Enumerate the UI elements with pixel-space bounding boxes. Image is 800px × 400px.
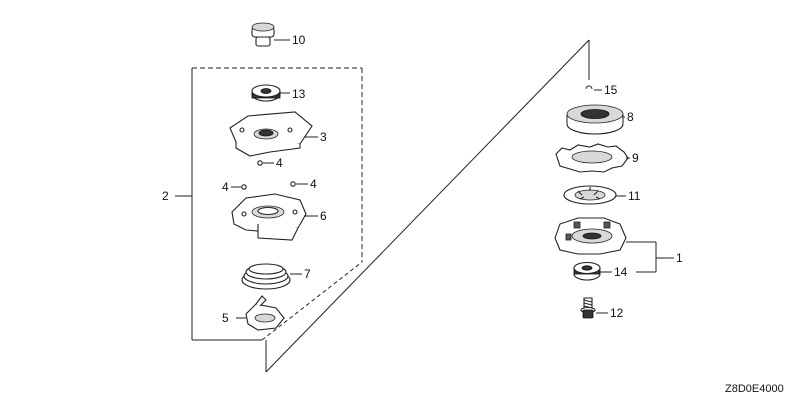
- callout-9: 9: [632, 151, 639, 165]
- part-7-spring: [241, 263, 302, 290]
- part-9-toothed-ring: [555, 143, 630, 173]
- callout-11: 11: [628, 189, 641, 203]
- callout-2: 2: [162, 189, 169, 203]
- callout-3: 3: [320, 130, 327, 144]
- part-8-seal: [566, 104, 625, 135]
- part-6-housing: [231, 193, 318, 241]
- group-1-bracket: [626, 241, 674, 273]
- callout-13: 13: [292, 87, 306, 101]
- part-4-pin-b: [231, 184, 247, 190]
- part-11-star-ring: [563, 185, 626, 205]
- part-4-pin-a: [257, 160, 274, 166]
- callout-14: 14: [614, 265, 628, 279]
- part-14-bearing: [573, 261, 612, 281]
- callout-7: 7: [304, 267, 311, 281]
- callout-1: 1: [676, 251, 683, 265]
- part-15-circlip: [585, 85, 602, 91]
- callout-15: 15: [604, 83, 618, 97]
- callout-4a: 4: [276, 156, 283, 170]
- part-3-upper-plate: [229, 111, 318, 157]
- drawing-code: Z8D0E4000: [725, 383, 784, 395]
- part-5-pawl: [236, 295, 285, 331]
- callout-4c: 4: [310, 177, 317, 191]
- callout-5: 5: [222, 311, 229, 325]
- part-13-bearing: [251, 84, 290, 102]
- callout-4b: 4: [222, 180, 229, 194]
- part-4-pin-c: [290, 181, 308, 187]
- part-1-pulley: [554, 217, 627, 255]
- callout-10: 10: [292, 33, 306, 47]
- group-2-frame: [175, 39, 590, 373]
- callout-12: 12: [610, 306, 624, 320]
- part-12-bolt: [580, 297, 608, 319]
- callout-8: 8: [627, 110, 634, 124]
- callout-6: 6: [320, 209, 327, 223]
- part-10-nut: [251, 22, 290, 47]
